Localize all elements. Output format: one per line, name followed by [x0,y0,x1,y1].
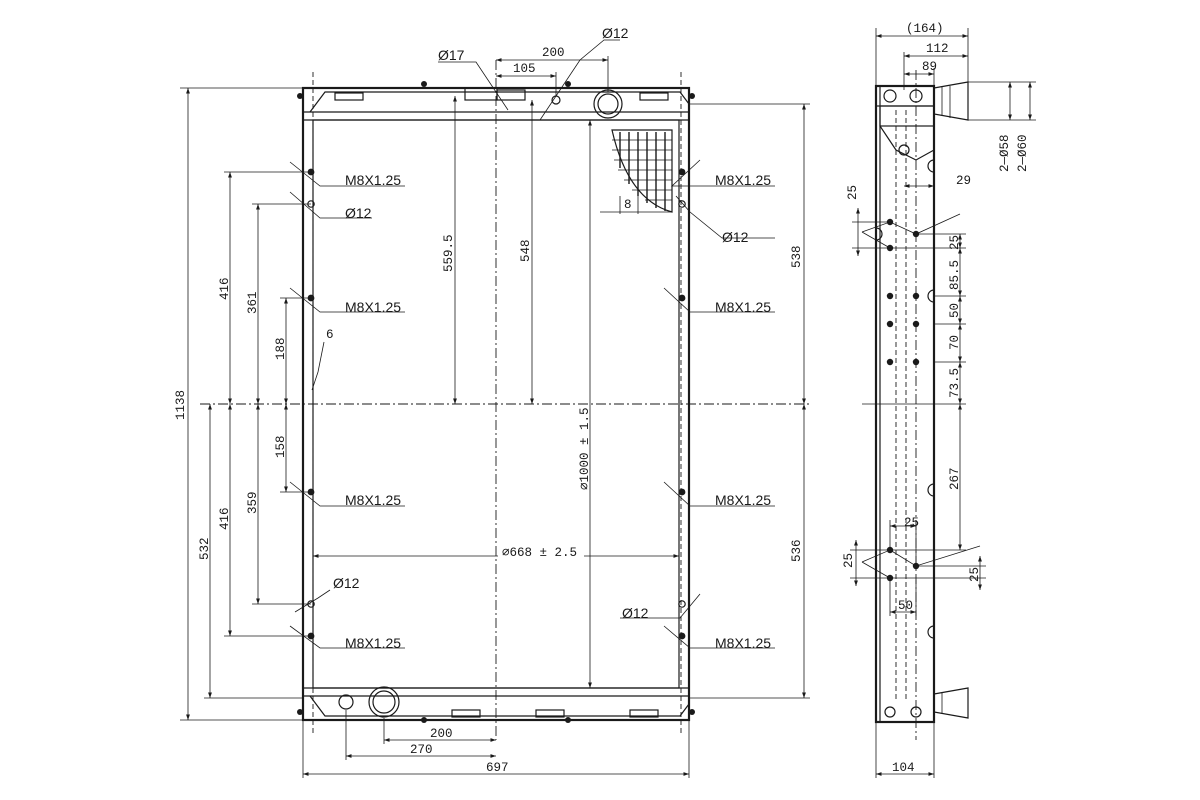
hole-label-3: Ø12 [722,229,749,245]
dim-top-105: 105 [513,62,536,76]
dim-left-532: 532 [198,537,212,560]
dim-side-164: (164) [906,22,944,36]
hole-label-1: Ø12 [345,205,372,221]
dim-right-538: 538 [790,245,804,268]
dim-548: 548 [519,239,533,262]
dim-left-416-upper: 416 [218,277,232,300]
dim-559-5: 559.5 [442,234,456,272]
dim-core-width: ⌀668 ± 2.5 [502,546,577,560]
dim-side-112: 112 [926,42,949,56]
dim-overall-width: 697 [486,761,509,775]
dim-side-73-5: 73.5 [948,368,962,398]
thread-label-5: M8X1.25 [715,172,771,188]
dim-side-25c: 25 [842,553,856,568]
dim-side-25b: 25 [948,235,962,250]
fin-pitch-dim: 8 [624,198,632,212]
leader-lines [289,39,775,649]
dim-bottom-200: 200 [430,727,453,741]
hole-label-2: Ø12 [333,575,360,591]
dim-side-85-5: 85.5 [948,260,962,290]
dim-side-50b: 50 [898,599,913,613]
bottom-outlet-pipe [368,686,400,718]
dim-top-200: 200 [542,46,565,60]
dim-left-359: 359 [246,491,260,514]
thread-label-1: M8X1.25 [345,172,401,188]
thread-label-7: M8X1.25 [715,492,771,508]
thread-label-4: M8X1.25 [345,635,401,651]
dim-left-416-lower: 416 [218,507,232,530]
top-inlet-dia-label: Ø17 [438,47,465,63]
dim-core-height: ⌀1000 ± 1.5 [578,407,592,490]
dim-left-158: 158 [274,435,288,458]
dim-side-50a: 50 [948,303,962,318]
top-pin-dia-label: Ø12 [602,25,629,41]
dim-right-536: 536 [790,539,804,562]
hole-label-4: Ø12 [622,605,649,621]
side-view: (164) 112 89 2—Ø58 2—Ø60 29 25 25 85.5 [842,22,1036,778]
dim-wall-6: 6 [326,328,334,342]
side-bottom-pipe [933,687,969,719]
dim-left-188: 188 [274,337,288,360]
dim-side-pipe-58: 2—Ø58 [998,134,1012,172]
dim-bottom-270: 270 [410,743,433,757]
dim-side-25a: 25 [846,185,860,200]
fin-detail-cutaway: 8 [600,129,673,214]
thread-label-6: M8X1.25 [715,299,771,315]
dim-overall-height: 1138 [174,390,188,420]
dim-left-361: 361 [246,291,260,314]
dim-side-25e: 25 [968,567,982,582]
dim-side-pipe-60: 2—Ø60 [1016,134,1030,172]
dim-side-29: 29 [956,174,971,188]
dim-side-70: 70 [948,335,962,350]
thread-label-2: M8X1.25 [345,299,401,315]
front-view: 8 [174,25,810,778]
thread-label-3: M8X1.25 [345,492,401,508]
dim-side-267: 267 [948,467,962,490]
thread-label-8: M8X1.25 [715,635,771,651]
dim-side-89: 89 [922,60,937,74]
dim-side-depth: 104 [892,761,915,775]
side-top-pipe [933,81,969,121]
dim-side-25d: 25 [904,516,919,530]
